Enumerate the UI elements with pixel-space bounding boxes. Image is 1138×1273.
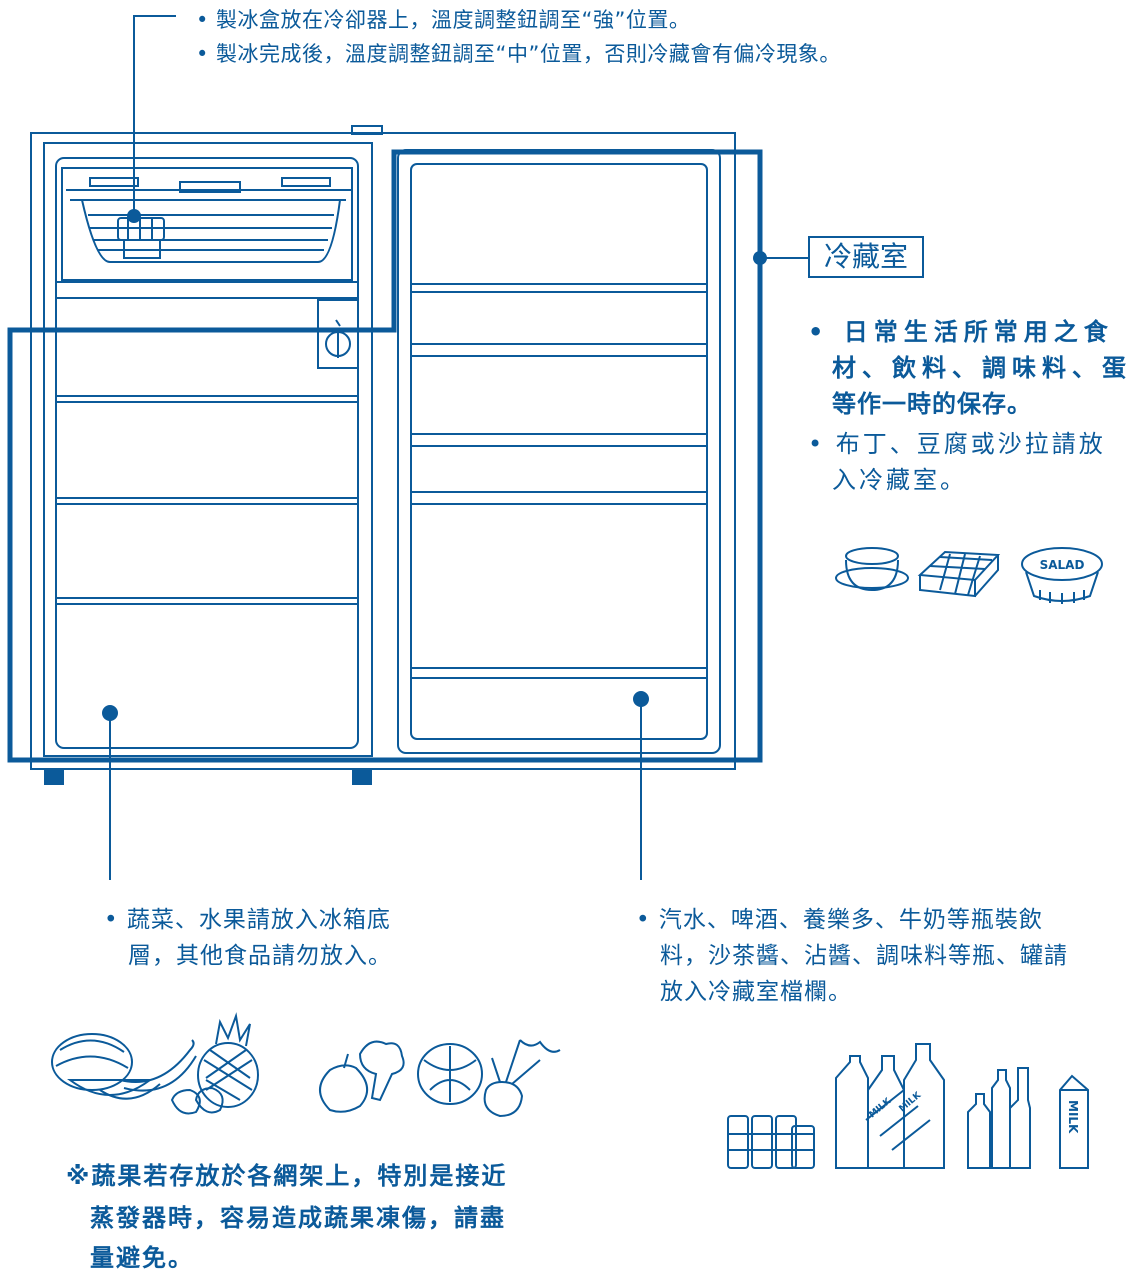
chamber-note-line-3: 等作一時的保存。 — [832, 390, 1032, 418]
broccoli-icon — [358, 1040, 405, 1102]
chamber-note-line-1: • 日常生活所常用之食 — [808, 318, 1114, 346]
apple-icon — [319, 1053, 368, 1113]
door-bin-note-line-1: • 汽水、啤酒、養樂多、牛奶等瓶裝飲 — [636, 907, 1043, 933]
warning-line-1: ※蔬果若存放於各網架上，特別是接近 — [66, 1162, 508, 1190]
fridge-interior — [55, 157, 359, 749]
salad-text: SALAD — [1040, 558, 1085, 572]
door-bin-note-line-3: 放入冷藏室檔欄。 — [660, 979, 852, 1005]
door-bin-note-line-2: 料，沙茶醬、沾醬、調味料等瓶、罐請 — [660, 943, 1068, 969]
milk-carton-text: MILK — [1066, 1100, 1080, 1134]
milk-bottle-text-1: MILK — [868, 1096, 894, 1120]
crisper-note-line-1: • 蔬菜、水果請放入冰箱底 — [104, 907, 391, 933]
chamber-note-line-2: 材、飲料、調味料、蛋 — [832, 354, 1132, 382]
beet-icon — [483, 1039, 561, 1118]
freezer-note-2: • 製冰完成後，溫度調整鈕調至“中”位置，否則冷藏會有偏冷現象。 — [196, 42, 841, 66]
vegetable-icons — [319, 1039, 561, 1118]
sauce-bottles-icon — [967, 1067, 1031, 1169]
chamber-marker-dot — [753, 251, 767, 265]
yogurt-bottles-icon — [727, 1115, 815, 1169]
crisper-marker-dot — [102, 705, 118, 721]
tofu-icon — [917, 550, 1001, 598]
pudding-icon — [835, 547, 909, 592]
fridge-door — [397, 149, 721, 754]
pudding-note-line-1: • 布丁、豆腐或沙拉請放 — [808, 430, 1106, 458]
cabbage-icon — [417, 1043, 483, 1105]
strawberry-icon — [170, 1086, 224, 1115]
crisper-note-line-2: 層，其他食品請勿放入。 — [128, 943, 392, 969]
door-bin-marker-dot — [633, 691, 649, 707]
salad-icon — [1021, 547, 1103, 604]
freezer-marker-dot — [127, 209, 141, 223]
pudding-note-line-2: 入冷藏室。 — [832, 466, 967, 494]
milk-carton-icon — [1059, 1074, 1089, 1169]
pineapple-icon — [197, 1012, 259, 1108]
banana-icon — [119, 1039, 197, 1092]
fruit-icons — [51, 1012, 259, 1115]
fridge-body-front — [43, 142, 373, 757]
chamber-title: 冷藏室 — [808, 236, 924, 278]
freezer-note-1: • 製冰盒放在冷卻器上，溫度調整鈕調至“強”位置。 — [196, 8, 691, 32]
large-bottles-icon — [835, 1043, 945, 1169]
warning-line-3: 量避免。 — [90, 1244, 194, 1272]
warning-line-2: 蒸發器時，容易造成蔬果凍傷，請盡 — [90, 1204, 506, 1232]
freezer-compartment — [61, 167, 353, 281]
thermostat-knob — [317, 299, 359, 369]
chamber-outline — [7, 149, 763, 763]
drink-icons — [727, 1043, 1089, 1169]
watermelon-icon — [51, 1033, 161, 1100]
